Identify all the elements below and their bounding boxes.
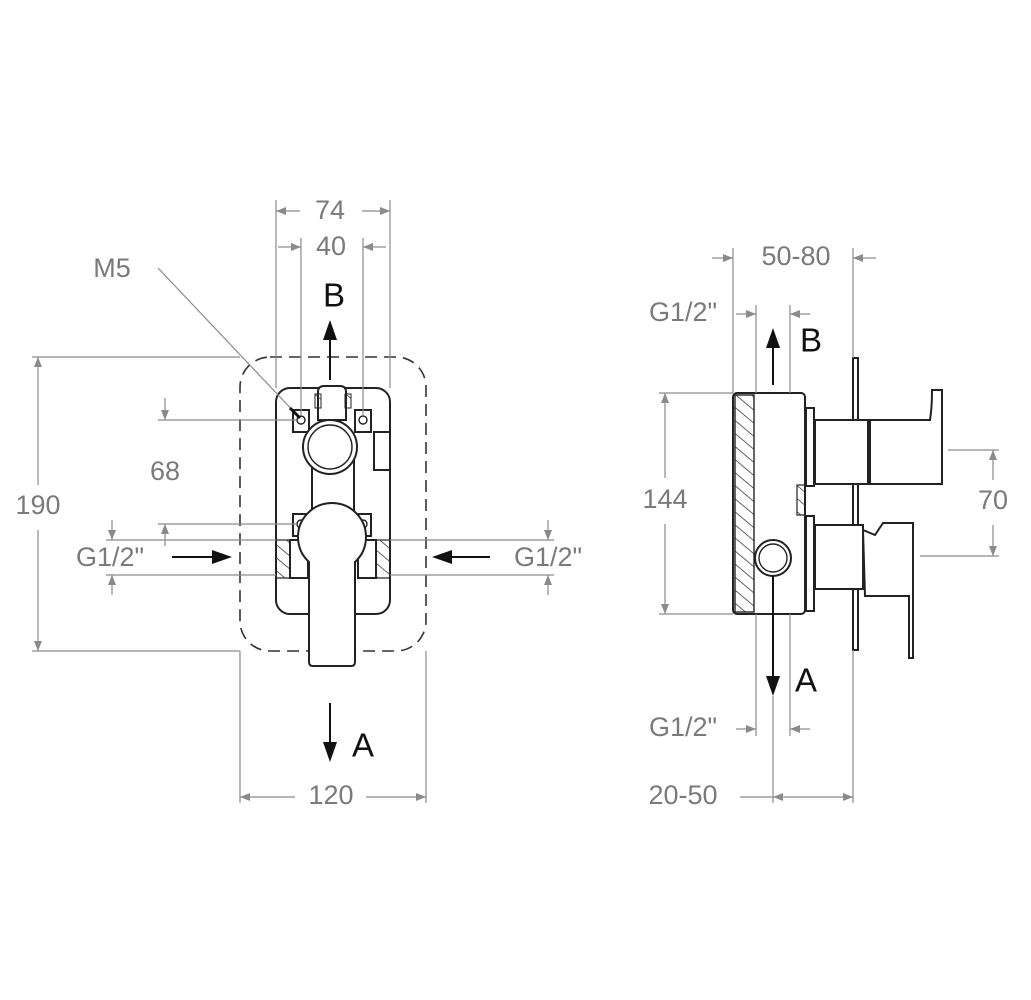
inlet-left-fitting bbox=[275, 539, 291, 579]
outlet-top-thread-dim: G1/2" bbox=[649, 297, 810, 393]
dim-190: 190 bbox=[15, 356, 240, 652]
dim-label: 144 bbox=[642, 484, 687, 514]
dim-label: 50-80 bbox=[761, 241, 830, 271]
dim-120: 120 bbox=[239, 651, 427, 810]
inlet-thread-label: G1/2" bbox=[514, 542, 582, 572]
inlet-thread-label: G1/2" bbox=[76, 542, 144, 572]
lower-cartridge bbox=[814, 524, 864, 590]
side-view: 50-80 G1/2" B 144 bbox=[642, 241, 1008, 810]
outlet-label: B bbox=[323, 277, 345, 314]
m5-callout: M5 bbox=[93, 253, 302, 420]
inlet-left-dim: G1/2" bbox=[76, 520, 276, 595]
dim-label: 120 bbox=[308, 780, 353, 810]
dim-74: 74 bbox=[275, 195, 391, 388]
outlet-seal bbox=[314, 393, 322, 409]
dim-label: 70 bbox=[978, 485, 1008, 515]
lower-lever bbox=[861, 522, 914, 659]
arrow-up-icon bbox=[323, 320, 337, 340]
flange-upper bbox=[805, 407, 815, 487]
dim-50-80: 50-80 bbox=[712, 241, 876, 393]
port-circle bbox=[754, 539, 792, 577]
upper-cartridge bbox=[814, 419, 869, 485]
outlet-label: B bbox=[800, 322, 822, 359]
arrow-down-icon bbox=[323, 742, 337, 762]
inlet-right-dim: G1/2" bbox=[390, 520, 582, 595]
outlet-ring bbox=[302, 419, 358, 475]
outlet-b-arrow: B bbox=[323, 277, 345, 380]
arrow-up-icon bbox=[766, 328, 780, 348]
side-block bbox=[373, 431, 391, 471]
hatched-spacer bbox=[796, 484, 806, 516]
dim-label: 74 bbox=[315, 195, 345, 225]
wall-plate bbox=[852, 357, 859, 651]
thread-label: G1/2" bbox=[649, 712, 717, 742]
outlet-label: A bbox=[352, 727, 374, 764]
front-view: 74 40 M5 B 190 bbox=[15, 195, 582, 810]
dim-40: 40 bbox=[278, 231, 386, 416]
dim-label: 40 bbox=[316, 231, 346, 261]
arrow-down-icon bbox=[766, 676, 780, 696]
outlet-bottom-thread-dim: G1/2" bbox=[649, 614, 810, 742]
top-outlet bbox=[317, 385, 347, 421]
arrow-left-icon bbox=[432, 550, 452, 564]
outlet-label: A bbox=[795, 662, 817, 699]
thread-label: M5 bbox=[93, 253, 131, 283]
dim-68: 68 bbox=[150, 398, 296, 546]
outlet-a-arrow: A bbox=[323, 703, 374, 764]
hatched-wall bbox=[734, 394, 755, 613]
flange-lower bbox=[805, 515, 815, 612]
outlet-a-arrow: A bbox=[766, 576, 817, 699]
outlet-ring-inner bbox=[307, 424, 353, 470]
dim-70: 70 bbox=[920, 449, 1008, 557]
dim-20-50: 20-50 bbox=[648, 650, 854, 810]
dim-144: 144 bbox=[642, 392, 733, 615]
outlet-seal bbox=[344, 393, 352, 409]
dim-label: 20-50 bbox=[648, 780, 717, 810]
dim-label: 190 bbox=[15, 490, 60, 520]
upper-handle bbox=[869, 389, 943, 485]
port-circle-inner bbox=[758, 543, 788, 573]
outlet-b-arrow: B bbox=[766, 322, 822, 385]
inlet-right-fitting bbox=[375, 539, 391, 579]
dim-label: 68 bbox=[150, 456, 180, 486]
thread-label: G1/2" bbox=[649, 297, 717, 327]
lever-handle bbox=[297, 501, 367, 667]
arrow-right-icon bbox=[212, 550, 232, 564]
